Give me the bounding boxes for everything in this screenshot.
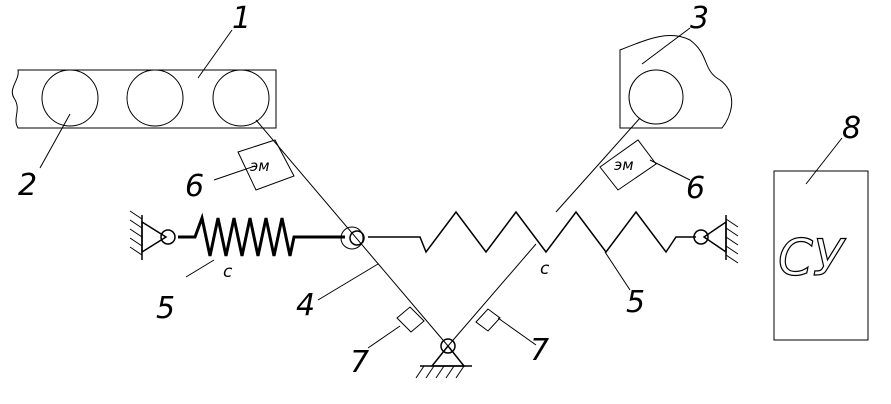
spring-left-label: c [223,262,233,282]
sensor-7-right [475,308,501,332]
label-3: 3 [690,1,709,36]
label-5-right: 5 [626,285,645,320]
control-unit-label: СУ [778,229,847,287]
svg-text:эм: эм [250,157,270,175]
em-sensor-left: эм [237,139,295,191]
rod-right-bottom [447,243,537,347]
label-7-left: 7 [350,345,369,380]
bottom-pivot [415,338,472,379]
spring-right-label: c [540,259,550,279]
label-1: 1 [232,1,251,36]
sensor-7-left [396,306,425,333]
ball [212,69,270,127]
label-8: 8 [842,111,861,146]
rod-right-top [555,117,641,213]
spring-left [178,212,345,257]
label-4: 4 [296,288,315,323]
spring-right [368,210,696,254]
em-sensor-right: эм [599,139,657,191]
right-wall-anchor [693,215,739,264]
control-unit: СУ [773,170,869,341]
right-body [619,34,733,129]
leader-lines [39,27,843,349]
label-7-right: 7 [530,333,549,368]
label-2: 2 [18,168,37,203]
label-5-left: 5 [156,291,175,326]
ball [628,69,684,125]
left-body [11,69,277,129]
ball [126,69,184,127]
svg-text:эм: эм [614,156,634,174]
ball [41,69,99,127]
label-6-left: 6 [185,169,204,204]
label-6-right: 6 [686,171,705,206]
central-joint [340,226,365,250]
left-wall-anchor [129,210,176,260]
